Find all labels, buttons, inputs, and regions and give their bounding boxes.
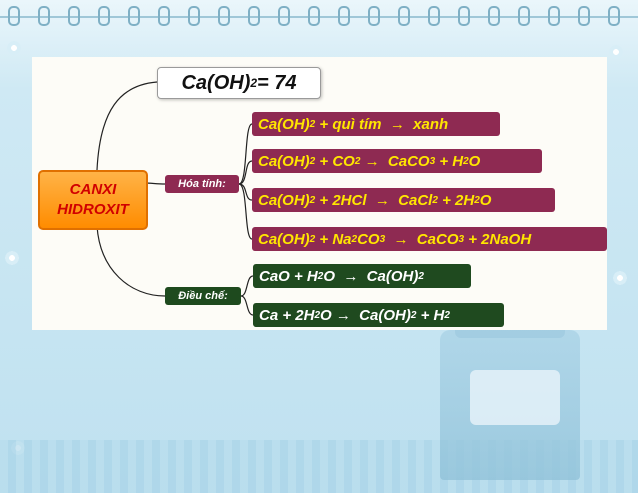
flower-icon xyxy=(608,44,624,60)
clip-icon xyxy=(578,6,590,26)
equation-subscript: 2 xyxy=(418,270,424,282)
root-topic-line1: CANXI xyxy=(69,181,117,198)
equation-text: + 2H xyxy=(437,191,475,209)
clip-icon xyxy=(398,6,410,26)
preparation-branch-label: Điều chế: xyxy=(165,287,241,305)
clip-icon xyxy=(278,6,290,26)
equation-subscript: 2 xyxy=(432,194,438,206)
clip-icon xyxy=(428,6,440,26)
equation-text: + H xyxy=(435,152,464,170)
equation-text: Ca(OH) xyxy=(258,230,310,248)
clip-icon xyxy=(608,6,620,26)
clip-icon xyxy=(188,6,200,26)
equation-text: Ca + 2H xyxy=(259,306,315,324)
equation-subscript: 2 xyxy=(410,309,417,321)
clip-icon xyxy=(98,6,110,26)
properties-branch-label: Hóa tính: xyxy=(165,175,239,193)
equation-text: O xyxy=(479,191,492,209)
flower-icon xyxy=(612,270,628,286)
equation-text: + H xyxy=(416,306,445,324)
property-equation-1: Ca(OH)2 + quì tím → xanh xyxy=(252,112,500,136)
equation-text: Ca(OH) xyxy=(258,191,310,209)
clip-icon xyxy=(368,6,380,26)
equation-text: Ca(OH) xyxy=(258,152,310,170)
equation-text: O xyxy=(468,152,481,170)
equation-text: O → Ca(OH) xyxy=(320,306,411,324)
formula-text: Ca(OH) xyxy=(181,71,251,94)
clip-icon xyxy=(308,6,320,26)
clip-icon xyxy=(158,6,170,26)
equation-subscript: 2 xyxy=(317,270,324,282)
equation-subscript: 2 xyxy=(314,309,321,321)
equation-subscript: 2 xyxy=(474,194,480,206)
equation-subscript: 3 xyxy=(429,155,436,167)
equation-text: + Na xyxy=(315,230,352,248)
equation-text: + 2NaOH xyxy=(464,230,532,248)
clip-icon xyxy=(548,6,560,26)
clip-icon xyxy=(458,6,470,26)
equation-text: CO xyxy=(357,230,380,248)
decorative-clip-string xyxy=(0,0,638,30)
equation-text: + quì tím → xanh xyxy=(315,115,449,133)
equation-subscript: 2 xyxy=(444,309,450,321)
clip-icon xyxy=(8,6,20,26)
molar-mass-box: Ca(OH)2 = 74 xyxy=(157,67,321,99)
equation-text: → CaCO xyxy=(360,152,430,170)
equation-subscript: 2 xyxy=(309,155,316,167)
formula-tail: = 74 xyxy=(257,71,297,94)
equation-subscript: 2 xyxy=(354,155,361,167)
clip-icon xyxy=(488,6,500,26)
equation-text: + 2HCl → CaCl xyxy=(315,191,433,209)
clip-icon xyxy=(218,6,230,26)
flower-icon xyxy=(6,40,22,56)
equation-subscript: 2 xyxy=(309,118,316,130)
equation-subscript: 2 xyxy=(309,194,316,206)
clip-icon xyxy=(68,6,80,26)
equation-text: → CaCO xyxy=(385,230,459,248)
clip-icon xyxy=(518,6,530,26)
root-topic-line2: HIDROXIT xyxy=(57,201,129,218)
equation-subscript: 2 xyxy=(463,155,469,167)
flower-icon xyxy=(4,250,20,266)
root-topic-box: CANXI HIDROXIT xyxy=(38,170,148,230)
clip-icon xyxy=(338,6,350,26)
equation-subscript: 2 xyxy=(351,233,358,245)
equation-subscript: 3 xyxy=(379,233,386,245)
clip-icon xyxy=(38,6,50,26)
clip-icon xyxy=(128,6,140,26)
decorative-jar-label xyxy=(470,370,560,425)
equation-text: + CO xyxy=(315,152,355,170)
formula-subscript: 2 xyxy=(250,76,258,90)
equation-text: Ca(OH) xyxy=(258,115,310,133)
equation-text: O → Ca(OH) xyxy=(323,267,419,285)
equation-subscript: 3 xyxy=(458,233,465,245)
clip-icon xyxy=(248,6,260,26)
equation-text: CaO + H xyxy=(259,267,318,285)
equation-subscript: 2 xyxy=(309,233,316,245)
